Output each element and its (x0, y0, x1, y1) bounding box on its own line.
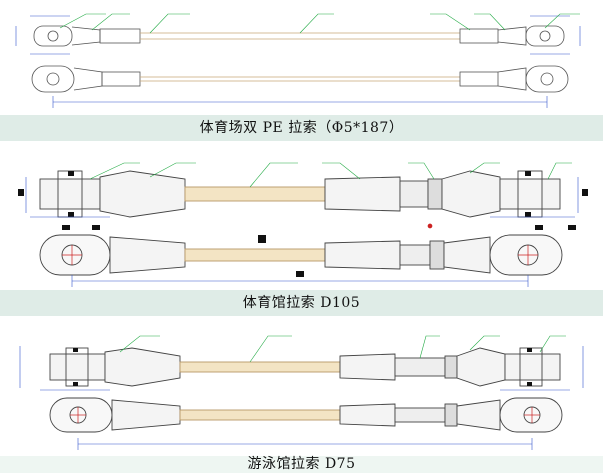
natatorium-elevation-view (49, 347, 561, 387)
stadium-dimension-lines (15, 15, 581, 55)
natatorium-cable-drawing (0, 316, 603, 456)
stadium-cable-drawing (0, 0, 603, 115)
stadium-overall-dimension (52, 96, 548, 108)
gymnasium-leader-lines (89, 162, 572, 188)
natatorium-overall-dimension (77, 438, 533, 450)
stadium-plan-view (31, 65, 569, 93)
gymnasium-nut-markers (18, 171, 588, 277)
gymnasium-elevation-view (39, 170, 561, 218)
natatorium-plan-view (49, 397, 563, 433)
natatorium-cable-caption: 游泳馆拉索 D75 (0, 456, 603, 473)
natatorium-cable-svg (19, 335, 584, 450)
gymnasium-center-marks (62, 223, 538, 265)
stadium-cable-svg (0, 13, 603, 108)
gymnasium-cable-caption: 体育馆拉索 D105 (0, 290, 603, 316)
stadium-elevation-view (33, 25, 565, 47)
gymnasium-plan-view (39, 234, 563, 276)
natatorium-center-marks (70, 407, 540, 423)
natatorium-nut-markers (73, 348, 532, 386)
gymnasium-cable-drawing (0, 141, 603, 290)
natatorium-leader-lines (119, 335, 566, 363)
natatorium-dimension-lines (19, 346, 584, 391)
gymnasium-overall-dimension (71, 275, 529, 287)
gymnasium-dimension-lines (25, 177, 579, 218)
gymnasium-cable-svg (18, 162, 588, 287)
stadium-leader-lines (59, 13, 580, 34)
stadium-cable-caption: 体育场双 PE 拉索（Φ5*187） (0, 115, 603, 141)
